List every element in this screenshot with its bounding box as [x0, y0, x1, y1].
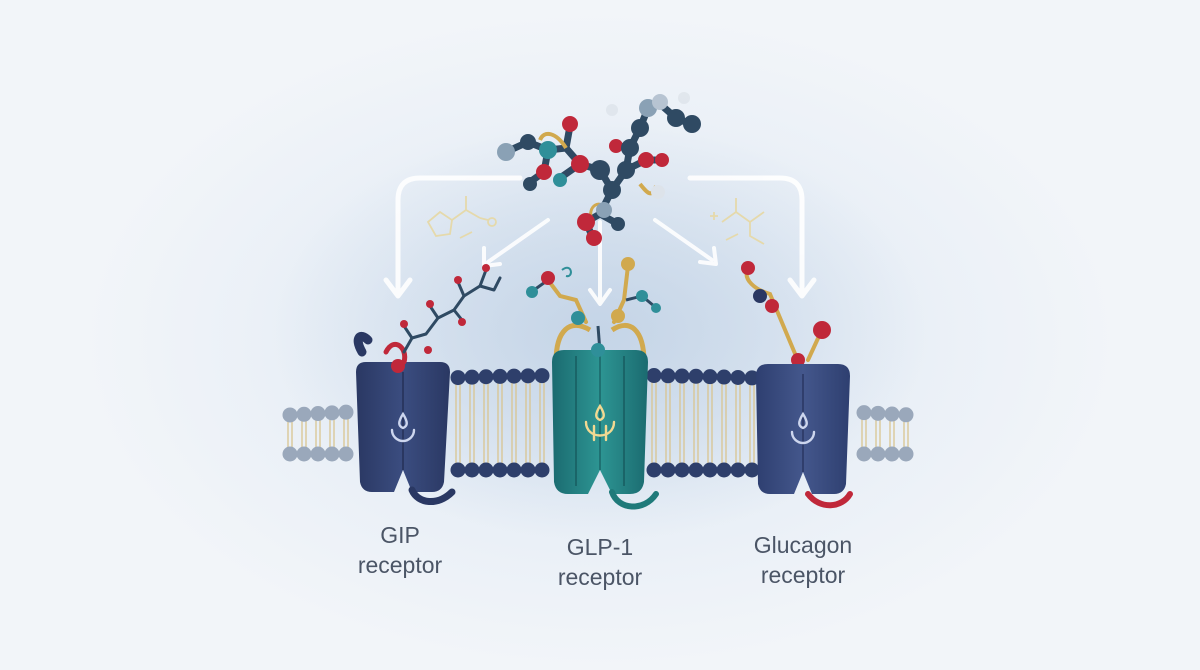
lipid-bilayer — [282, 368, 914, 478]
glucagon-receptor-tail — [805, 491, 853, 509]
lipid-head — [478, 462, 494, 478]
center-arrowhead — [588, 288, 612, 306]
lipid-head — [730, 369, 746, 385]
lipid-head — [464, 369, 480, 385]
central-molecule — [497, 92, 701, 246]
gip-receptor-name: GIP — [380, 522, 420, 548]
lipid-head — [870, 405, 886, 421]
glp1-center-atom — [591, 343, 605, 357]
lipid-head — [296, 446, 312, 462]
lipid-head — [646, 368, 662, 384]
lipid-head — [744, 462, 760, 478]
lipid-head — [898, 446, 914, 462]
lipid-head — [296, 406, 312, 422]
lipid-head — [338, 446, 354, 462]
lipid-head — [870, 446, 886, 462]
glucagon-receptor-suffix: receptor — [760, 562, 846, 588]
gip-ligand-bond — [383, 341, 408, 365]
lipid-head — [716, 462, 732, 478]
guide-arrows — [383, 175, 817, 306]
right-bracket-arrowhead — [787, 277, 817, 299]
glucagon-receptor-label: Glucagon receptor — [693, 530, 913, 590]
lipid-head — [464, 462, 480, 478]
lipid-head — [702, 369, 718, 385]
lipid-head — [478, 369, 494, 385]
lipid-head — [282, 407, 298, 423]
lipid-head — [856, 405, 872, 421]
glucagon-receptor-protein — [741, 261, 853, 509]
diagonal-left-arrow — [486, 218, 550, 264]
lipid-head — [884, 406, 900, 422]
lipid-head — [660, 368, 676, 384]
lipid-head — [716, 369, 732, 385]
lipid-head — [506, 368, 522, 384]
faint-structure-left — [426, 196, 497, 239]
lipid-head — [856, 446, 872, 462]
lipid-head — [282, 446, 298, 462]
gip-ligand-structure — [400, 264, 502, 354]
lipid-head — [688, 462, 704, 478]
lipid-head — [324, 446, 340, 462]
glp1-receptor-suffix: receptor — [557, 564, 643, 590]
right-bracket-arrow — [687, 175, 805, 295]
lipid-head — [338, 404, 354, 420]
lipid-head — [702, 462, 718, 478]
gip-ligand-atom — [391, 359, 405, 373]
glp1-receptor-tail — [609, 489, 659, 510]
lipid-head — [450, 370, 466, 386]
lipid-head — [310, 446, 326, 462]
lipid-head — [450, 462, 466, 478]
gip-receptor-left-loop — [353, 332, 373, 357]
gip-receptor-emblem-icon — [390, 411, 416, 443]
lipid-head — [688, 368, 704, 384]
lipid-head — [492, 462, 508, 478]
lipid-head — [744, 370, 760, 386]
glp1-receptor-label: GLP-1 receptor — [490, 532, 710, 592]
lipid-head — [884, 446, 900, 462]
lipid-head — [492, 368, 508, 384]
lipid-head — [520, 462, 536, 478]
lipid-head — [534, 462, 550, 478]
gip-receptor-suffix: receptor — [357, 552, 443, 578]
glp1-receptor-emblem-icon — [584, 403, 616, 442]
lipid-head — [898, 407, 914, 423]
glp1-receptor-protein — [526, 257, 661, 510]
gip-receptor-tail — [408, 486, 456, 505]
left-bracket-arrowhead — [383, 277, 413, 299]
glucagon-receptor-emblem-icon — [790, 411, 816, 445]
lipid-head — [730, 462, 746, 478]
lipid-head — [324, 405, 340, 421]
lipid-head — [534, 368, 550, 384]
glucagon-receptor-name: Glucagon — [753, 532, 853, 558]
diagonal-right-arrowhead — [698, 246, 718, 266]
lipid-head — [310, 406, 326, 422]
lipid-head — [660, 462, 676, 478]
glp1-receptor-name: GLP-1 — [566, 534, 634, 560]
diagonal-right-arrow — [653, 218, 714, 262]
faint-structure-right — [710, 198, 765, 245]
lipid-head — [646, 462, 662, 478]
lipid-head — [506, 462, 522, 478]
lipid-head — [520, 368, 536, 384]
gip-receptor-label: GIP receptor — [290, 520, 510, 580]
gip-receptor-protein — [353, 332, 456, 505]
lipid-head — [674, 368, 690, 384]
left-bracket-arrow — [395, 175, 523, 295]
lipid-head — [674, 462, 690, 478]
